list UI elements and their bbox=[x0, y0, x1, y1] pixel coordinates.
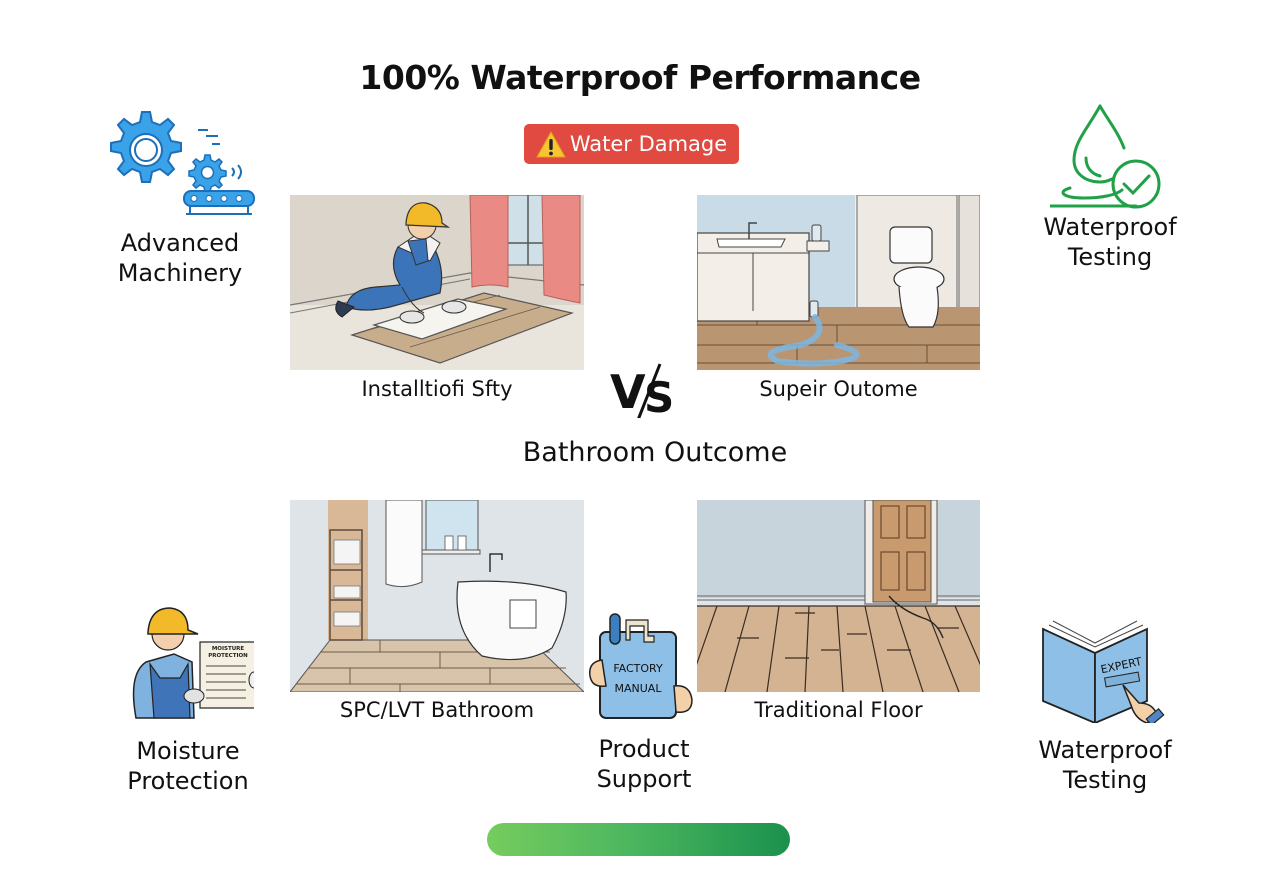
feature-label-line2: Testing bbox=[1062, 766, 1148, 794]
feature-label-line2: Protection bbox=[127, 767, 249, 795]
feature-label-line1: Product bbox=[598, 735, 690, 763]
caption-spc-lvt-bathroom: SPC/LVT Bathroom bbox=[339, 698, 535, 722]
caption-superior-outcome: Supeir Outome bbox=[759, 377, 918, 401]
svg-text:MOISTURE: MOISTURE bbox=[212, 646, 245, 652]
vs-icon: V S bbox=[610, 363, 674, 418]
feature-waterproof-testing-bottom: EXPERT Waterproof Testing bbox=[1025, 615, 1185, 800]
badge-label: Water Damage bbox=[569, 132, 728, 156]
feature-label-line2: Machinery bbox=[117, 259, 243, 287]
bathroom-leak-illustration bbox=[697, 195, 980, 370]
expert-book-icon: EXPERT bbox=[1042, 620, 1165, 723]
svg-text:MANUAL: MANUAL bbox=[615, 682, 663, 695]
water-drop-check-icon bbox=[1050, 104, 1161, 209]
feature-label-line1: Advanced bbox=[120, 229, 240, 257]
feature-advanced-machinery: Advanced Machinery bbox=[100, 108, 260, 288]
svg-text:PROTECTION: PROTECTION bbox=[208, 653, 248, 659]
worker-document-icon: MOISTURE PROTECTION bbox=[132, 607, 254, 719]
gears-conveyor-icon bbox=[110, 111, 255, 215]
svg-text:V: V bbox=[610, 365, 646, 418]
worker-installing-floor-illustration bbox=[290, 195, 584, 370]
feature-label-line1: Moisture bbox=[136, 737, 240, 765]
water-damage-badge: Water Damage bbox=[524, 124, 739, 164]
feature-moisture-protection: MOISTURE PROTECTION Moisture Protection bbox=[108, 600, 268, 800]
warning-icon bbox=[535, 130, 566, 157]
traditional-floor-damage-illustration bbox=[697, 500, 980, 692]
page-title: 100% Waterproof Performance bbox=[359, 58, 921, 97]
caption-traditional-floor: Traditional Floor bbox=[754, 698, 923, 722]
feature-label-line1: Waterproof bbox=[1043, 213, 1177, 241]
section-title-bathroom-outcome: Bathroom Outcome bbox=[522, 437, 788, 468]
feature-product-support: FACTORY MANUAL Product Support bbox=[580, 612, 708, 802]
factory-manual-icon: FACTORY MANUAL bbox=[589, 613, 693, 719]
feature-label-line2: Support bbox=[596, 765, 692, 793]
caption-installation-safety: Installtiofi Sfty bbox=[361, 377, 513, 401]
feature-label-line1: Waterproof bbox=[1038, 736, 1172, 764]
spc-bathroom-illustration bbox=[290, 500, 584, 692]
svg-text:FACTORY: FACTORY bbox=[613, 662, 663, 675]
progress-bar bbox=[487, 823, 790, 856]
feature-label-line2: Testing bbox=[1067, 243, 1153, 271]
feature-waterproof-testing-top: Waterproof Testing bbox=[1030, 100, 1190, 280]
